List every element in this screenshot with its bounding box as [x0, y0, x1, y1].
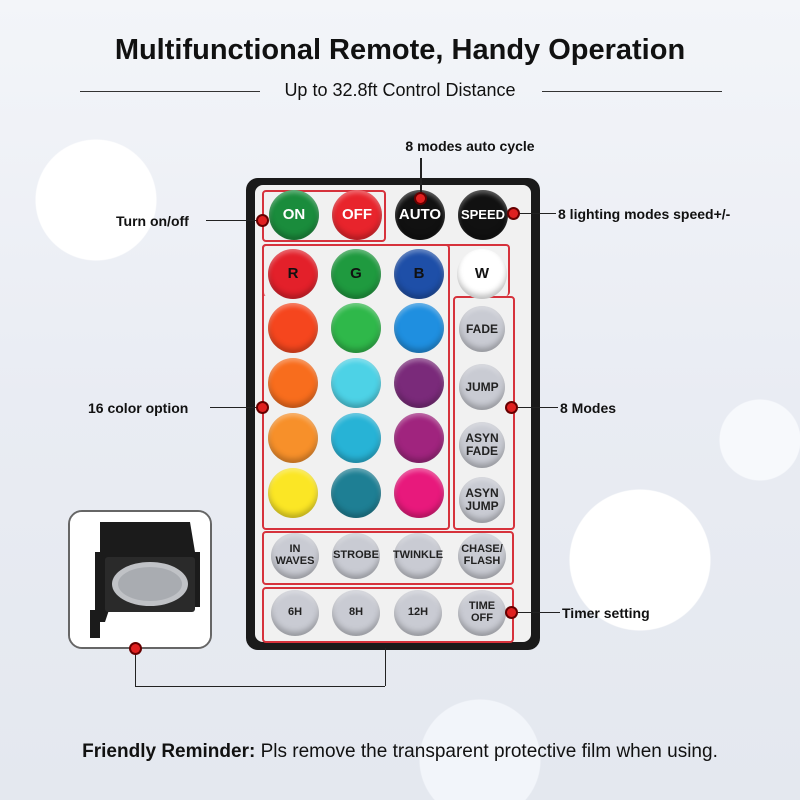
callout-color-option-dot [258, 403, 267, 412]
time-off-button[interactable]: TIME OFF [458, 590, 506, 636]
asyn-jump-button[interactable]: ASYN JUMP [459, 477, 505, 523]
color-button-4[interactable] [268, 358, 318, 408]
twinkle-button[interactable]: TWINKLE [393, 533, 443, 579]
callout-speed: 8 lighting modes speed+/- [558, 206, 731, 222]
subtitle-divider-left [80, 91, 260, 92]
red-button[interactable]: R [268, 249, 318, 299]
effects-highlight-box [262, 531, 514, 585]
callout-color-option-line [210, 407, 262, 408]
subtitle-divider-right [542, 91, 722, 92]
color-button-9[interactable] [394, 413, 444, 463]
color-button-5[interactable] [331, 358, 381, 408]
callout-modes: 8 Modes [560, 400, 617, 416]
chase-flash-button[interactable]: CHASE/ FLASH [458, 533, 506, 579]
on-button[interactable]: ON [269, 190, 319, 240]
white-button[interactable]: W [457, 249, 507, 299]
timer-8h-button[interactable]: 8H [332, 590, 380, 636]
friendly-reminder: Friendly Reminder: Pls remove the transp… [0, 741, 800, 763]
color-button-6[interactable] [394, 358, 444, 408]
speed-button[interactable]: SPEED [458, 190, 508, 240]
callout-turn-on-off: Turn on/off [116, 213, 189, 229]
page-title: Multifunctional Remote, Handy Operation [114, 34, 686, 66]
green-button[interactable]: G [331, 249, 381, 299]
battery-connector-line-bottom [135, 686, 385, 687]
timer-12h-button[interactable]: 12H [394, 590, 442, 636]
reminder-label: Friendly Reminder: [82, 741, 256, 762]
callout-turn-on-off-line [206, 220, 262, 221]
callout-modes-dot [507, 403, 516, 412]
color-button-1[interactable] [268, 303, 318, 353]
callout-speed-dot [509, 209, 518, 218]
color-button-10[interactable] [268, 468, 318, 518]
fade-button[interactable]: FADE [459, 306, 505, 352]
timer-6h-button[interactable]: 6H [271, 590, 319, 636]
battery-illustration [70, 512, 210, 647]
color-button-7[interactable] [268, 413, 318, 463]
battery-connector-dot [131, 644, 140, 653]
callout-timer-line [514, 612, 560, 613]
callout-color-option: 16 color option [88, 400, 189, 416]
callout-auto-cycle: 8 modes auto cycle [405, 138, 535, 154]
jump-button[interactable]: JUMP [459, 364, 505, 410]
callout-timer: Timer setting [562, 605, 650, 621]
page-subtitle: Up to 32.8ft Control Distance [284, 80, 516, 100]
reminder-text: Pls remove the transparent protective fi… [255, 741, 718, 762]
callout-auto-cycle-dot [416, 194, 425, 203]
callout-modes-line [514, 407, 558, 408]
color-button-12[interactable] [394, 468, 444, 518]
off-button[interactable]: OFF [332, 190, 382, 240]
battery-compartment-image [68, 510, 212, 649]
in-waves-button[interactable]: IN WAVES [271, 533, 319, 579]
blue-button[interactable]: B [394, 249, 444, 299]
callout-speed-line [514, 213, 556, 214]
callout-turn-on-off-dot [258, 216, 267, 225]
callout-timer-dot [507, 608, 516, 617]
battery-connector-line-left [135, 648, 136, 686]
color-highlight-box [262, 244, 450, 530]
battery-connector-line-right [385, 648, 386, 686]
color-button-8[interactable] [331, 413, 381, 463]
color-button-2[interactable] [331, 303, 381, 353]
color-button-3[interactable] [394, 303, 444, 353]
strobe-button[interactable]: STROBE [332, 533, 380, 579]
asyn-fade-button[interactable]: ASYN FADE [459, 422, 505, 468]
callout-auto-cycle-line [420, 158, 422, 198]
color-button-11[interactable] [331, 468, 381, 518]
